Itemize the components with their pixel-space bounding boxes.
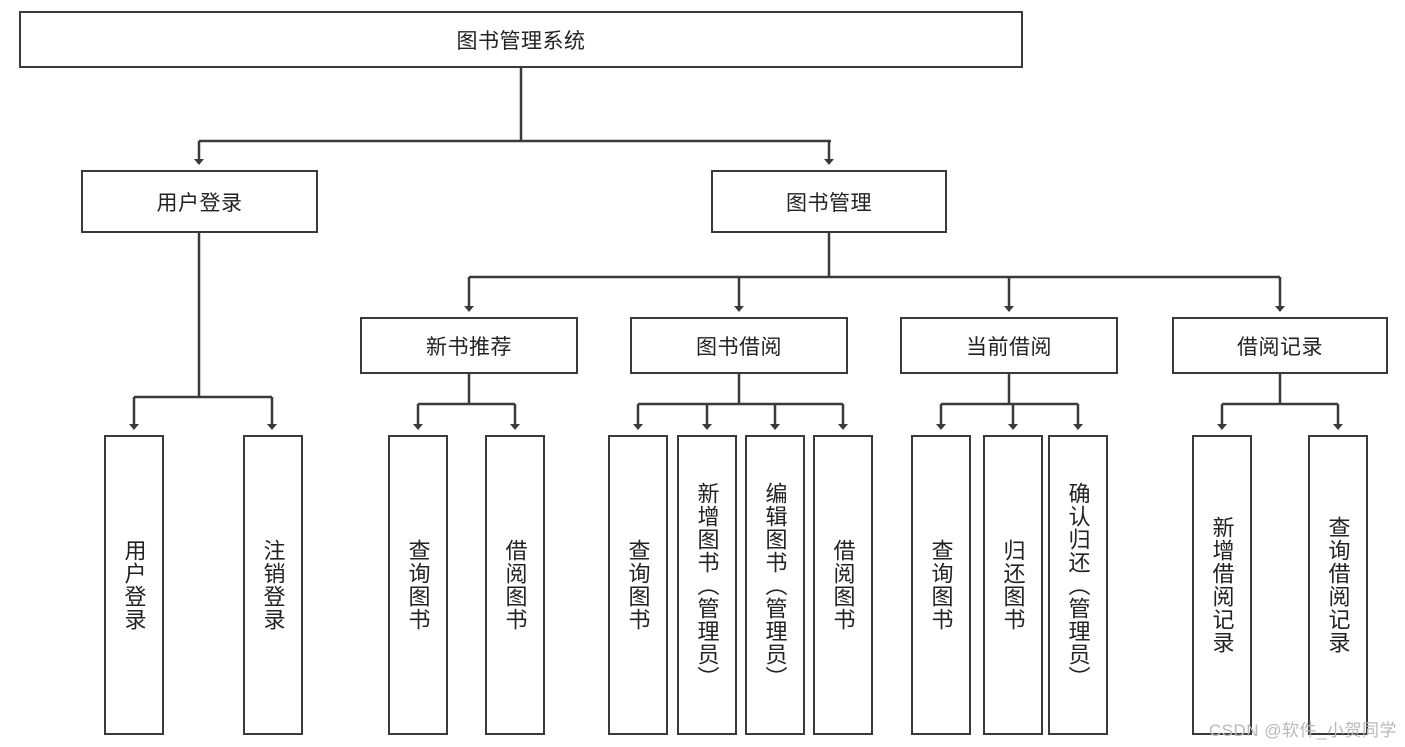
node-leaf[interactable]: 查询图书 — [608, 435, 668, 735]
node-leaf[interactable]: 查询图书 — [911, 435, 971, 735]
node-leaf[interactable]: 编辑图书（管理员） — [745, 435, 805, 735]
node-leaf-label: 注销登录 — [260, 539, 286, 631]
node-leaf[interactable]: 用户登录 — [104, 435, 164, 735]
node-leaf-label: 借阅图书 — [502, 539, 528, 631]
node-level3-new-book-recommend[interactable]: 新书推荐 — [360, 317, 578, 374]
node-leaf-label: 查询图书 — [928, 539, 954, 631]
node-leaf-label: 新增图书（管理员） — [694, 481, 720, 689]
node-leaf-label: 编辑图书（管理员） — [762, 481, 788, 689]
node-leaf-label: 新增借阅记录 — [1209, 516, 1235, 654]
node-level3-book-borrow[interactable]: 图书借阅 — [630, 317, 848, 374]
node-level3-current-borrow[interactable]: 当前借阅 — [900, 317, 1118, 374]
node-leaf-label: 借阅图书 — [830, 539, 856, 631]
node-leaf[interactable]: 确认归还（管理员） — [1048, 435, 1108, 735]
node-leaf-label: 查询借阅记录 — [1325, 516, 1351, 654]
node-leaf[interactable]: 借阅图书 — [485, 435, 545, 735]
node-leaf[interactable]: 查询借阅记录 — [1308, 435, 1368, 735]
node-leaf-label: 确认归还（管理员） — [1065, 481, 1091, 689]
node-level3-borrow-record[interactable]: 借阅记录 — [1172, 317, 1388, 374]
node-leaf-label: 查询图书 — [405, 539, 431, 631]
node-leaf-label: 查询图书 — [625, 539, 651, 631]
node-root[interactable]: 图书管理系统 — [19, 11, 1023, 68]
node-leaf[interactable]: 查询图书 — [388, 435, 448, 735]
node-leaf-label: 归还图书 — [1000, 539, 1026, 631]
node-level2-user-login[interactable]: 用户登录 — [81, 170, 318, 233]
node-level2-book-management[interactable]: 图书管理 — [711, 170, 947, 233]
node-leaf[interactable]: 新增图书（管理员） — [677, 435, 737, 735]
node-leaf[interactable]: 新增借阅记录 — [1192, 435, 1252, 735]
node-leaf[interactable]: 注销登录 — [243, 435, 303, 735]
node-leaf[interactable]: 借阅图书 — [813, 435, 873, 735]
csdn-watermark: CSDN @软件_小贺同学 — [1208, 721, 1397, 740]
node-leaf[interactable]: 归还图书 — [983, 435, 1043, 735]
node-leaf-label: 用户登录 — [121, 539, 147, 631]
